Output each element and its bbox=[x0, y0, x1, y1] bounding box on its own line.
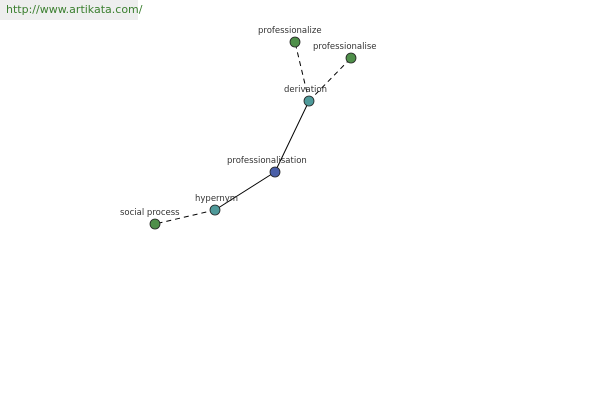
node-marker-derivation[interactable] bbox=[303, 95, 315, 107]
edge-professionalisation-derivation bbox=[274, 100, 310, 173]
node-marker-professionalize[interactable] bbox=[289, 36, 301, 48]
graph-nodes: professionalisation derivation hypernym pro… bbox=[120, 26, 377, 230]
node-label-professionalise[interactable]: professionalise bbox=[313, 42, 377, 52]
edge-derivation-professionalise bbox=[308, 57, 352, 102]
node-marker-social-process[interactable] bbox=[149, 218, 161, 230]
node-professionalise[interactable]: professionalise bbox=[313, 42, 377, 64]
artikata-url-watermark: http://www.artikata.com/ bbox=[0, 0, 142, 20]
node-label-derivation[interactable]: derivation bbox=[284, 85, 327, 95]
node-hypernym[interactable]: hypernym bbox=[195, 194, 238, 216]
node-social-process[interactable]: social process bbox=[120, 208, 180, 230]
node-label-professionalize[interactable]: professionalize bbox=[258, 26, 322, 36]
graph-edges bbox=[154, 41, 352, 225]
node-label-hypernym[interactable]: hypernym bbox=[195, 194, 238, 204]
node-label-social-process[interactable]: social process bbox=[120, 208, 180, 218]
edge-derivation-professionalize bbox=[294, 41, 310, 102]
node-professionalisation[interactable]: professionalisation bbox=[227, 156, 307, 178]
node-derivation[interactable]: derivation bbox=[284, 85, 327, 107]
edge-hypernym-social-process bbox=[154, 209, 216, 225]
node-marker-professionalise[interactable] bbox=[345, 52, 357, 64]
edge-professionalisation-hypernym bbox=[214, 171, 276, 211]
node-label-professionalisation[interactable]: professionalisation bbox=[227, 156, 307, 166]
node-marker-professionalisation[interactable] bbox=[269, 166, 281, 178]
node-marker-hypernym[interactable] bbox=[209, 204, 221, 216]
node-professionalize[interactable]: professionalize bbox=[258, 26, 322, 48]
